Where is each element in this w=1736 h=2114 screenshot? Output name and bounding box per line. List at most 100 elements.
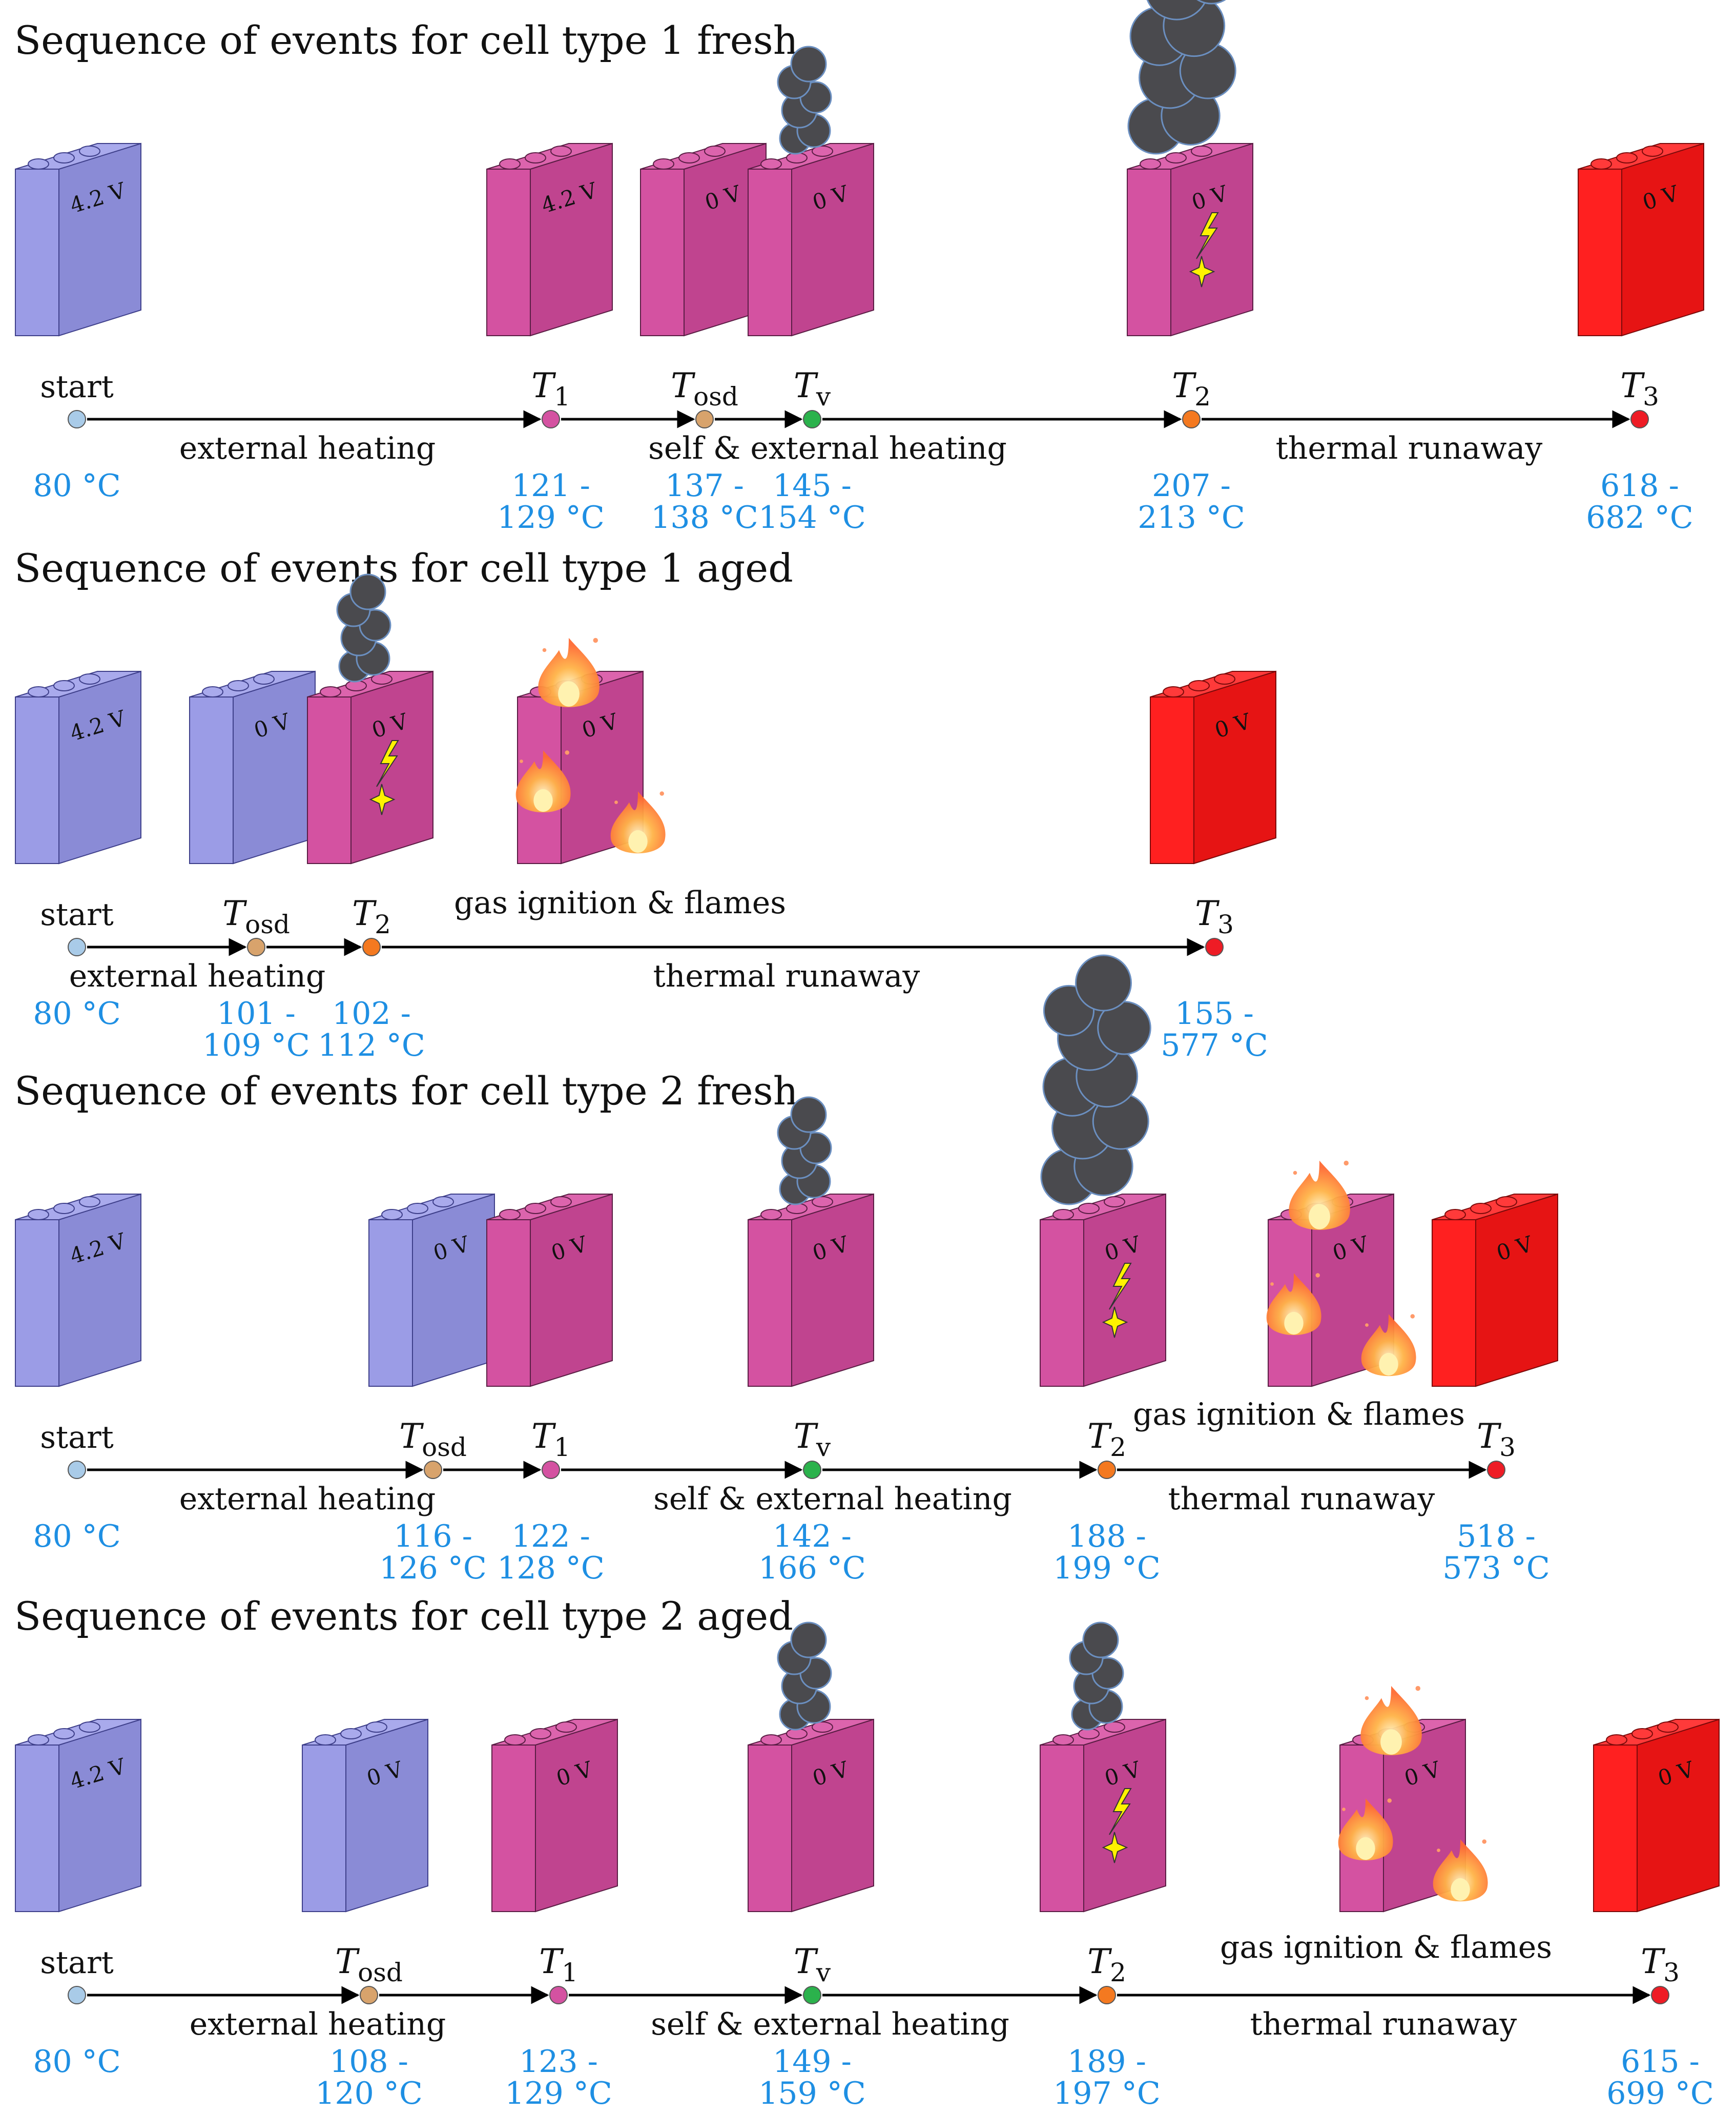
battery-cell-blue: 0 V — [368, 1193, 495, 1387]
cell-front-face — [1593, 1744, 1638, 1912]
ember-dot — [593, 638, 598, 643]
smoke-puff — [349, 573, 386, 610]
gas-ignition-label: gas ignition & flames — [454, 885, 786, 921]
panel-title: Sequence of events for cell type 1 aged — [14, 545, 793, 591]
battery-cell-pink: 0 V — [748, 1096, 874, 1387]
phase-label: external heating — [179, 1481, 436, 1517]
event-temperature-line2: 682 °C — [1586, 500, 1693, 536]
cell-terminal — [1052, 1734, 1074, 1746]
event-label: T2 — [352, 894, 391, 939]
cell-terminal — [760, 1209, 782, 1220]
cell-terminal — [1657, 1721, 1679, 1733]
cell-front-face — [491, 1744, 536, 1912]
battery-cell-pink: 0 V — [1338, 1686, 1488, 1913]
cell-terminal — [1052, 1209, 1074, 1220]
cell-terminal — [1470, 1203, 1492, 1214]
event-temperature-line2: 197 °C — [1053, 2076, 1161, 2111]
event-temperature-line1: 108 - — [329, 2044, 408, 2080]
cell-terminal — [1606, 1734, 1627, 1746]
cell-terminal — [53, 1728, 75, 1739]
event-temperature-line1: 80 °C — [33, 996, 120, 1032]
event-temperature-line2: 120 °C — [315, 2076, 423, 2111]
cell-front-face — [189, 696, 234, 864]
battery-cell-blue: 4.2 V — [15, 142, 141, 337]
event-marker-start — [68, 1461, 86, 1479]
flame-core — [1284, 1311, 1304, 1335]
cell-front-face — [640, 169, 685, 336]
diagram-layer: Sequence of events for cell type 1 fresh… — [14, 0, 1720, 2111]
cell-terminal — [499, 1209, 521, 1220]
event-label: T2 — [1087, 1417, 1126, 1462]
event-temperature-line2: 109 °C — [202, 1028, 310, 1063]
event-marker-t1 — [542, 1461, 560, 1479]
flame-core — [1379, 1352, 1398, 1376]
flame-icon — [1266, 1273, 1321, 1336]
event-label: start — [40, 1420, 113, 1455]
event-temperature-line1: 80 °C — [33, 468, 120, 504]
cell-terminal — [812, 1196, 833, 1207]
event-label: Tosd — [335, 1942, 403, 1987]
event-marker-start — [68, 410, 86, 428]
gas-ignition-label: gas ignition & flames — [1133, 1397, 1465, 1432]
panel-title: Sequence of events for cell type 2 aged — [14, 1593, 793, 1639]
battery-cell-pink: 0 V — [1266, 1160, 1416, 1387]
battery-cell-pink: 0 V — [748, 1622, 874, 1913]
cell-terminal — [79, 1721, 100, 1733]
battery-cell-blue: 4.2 V — [15, 1718, 141, 1913]
ember-dot — [614, 801, 618, 804]
event-temperature-line1: 102 - — [332, 996, 411, 1032]
cell-terminal — [1078, 1203, 1100, 1214]
flame-icon — [1433, 1839, 1488, 1902]
cell-terminal — [366, 1721, 387, 1733]
cell-terminal — [320, 686, 341, 697]
ember-dot — [1482, 1839, 1486, 1844]
smoke-puff — [1082, 1622, 1119, 1658]
event-temperature-line2: 126 °C — [379, 1550, 487, 1586]
ember-dot — [1387, 1798, 1392, 1803]
cell-terminal — [28, 158, 49, 170]
cell-front-face — [486, 169, 531, 336]
cell-terminal — [653, 158, 674, 170]
battery-cell-red: 0 V — [1432, 1193, 1558, 1387]
event-marker-t3 — [1487, 1461, 1505, 1479]
event-marker-start — [68, 1986, 86, 2004]
event-label: Tv — [794, 1942, 831, 1987]
phase-label: thermal runaway — [1168, 1481, 1435, 1517]
cell-terminal — [432, 1196, 454, 1207]
smoke-puff — [790, 1096, 827, 1133]
cell-front-face — [15, 169, 59, 336]
cell-front-face — [302, 1744, 346, 1912]
event-temperature-line2: 577 °C — [1161, 1028, 1268, 1063]
cell-front-face — [15, 1744, 59, 1912]
cell-front-face — [307, 696, 352, 864]
cell-front-face — [1040, 1219, 1084, 1387]
cell-side-face — [233, 670, 316, 865]
event-temperature-line2: 199 °C — [1053, 1550, 1161, 1586]
event-temperature-line1: 142 - — [773, 1518, 852, 1554]
ember-dot — [520, 760, 523, 763]
cell-side-face — [791, 142, 874, 337]
event-temperature-line1: 207 - — [1152, 468, 1231, 504]
cell-terminal — [1188, 680, 1210, 691]
ember-dot — [659, 791, 664, 796]
battery-cell-red: 0 V — [1150, 670, 1276, 865]
event-temperature-line1: 155 - — [1175, 996, 1254, 1032]
event-label: T3 — [1620, 366, 1659, 412]
event-marker-tv — [803, 1461, 821, 1479]
ember-dot — [1270, 1282, 1274, 1286]
event-temperature-line1: 122 - — [511, 1518, 590, 1554]
flame-core — [628, 830, 648, 853]
cell-front-face — [15, 696, 59, 864]
event-label: Tosd — [222, 894, 290, 939]
panel-title: Sequence of events for cell type 2 fresh — [14, 1068, 798, 1114]
cell-terminal — [760, 158, 782, 170]
event-temperature-line2: 213 °C — [1138, 500, 1245, 536]
battery-cell-pink: 0 V — [748, 46, 874, 337]
cell-terminal — [1104, 1721, 1125, 1733]
cell-terminal — [1590, 158, 1612, 170]
event-label: start — [40, 897, 113, 933]
event-temperature-line1: 518 - — [1457, 1518, 1536, 1554]
event-temperature-line2: 166 °C — [758, 1550, 866, 1586]
phase-label: thermal runaway — [653, 958, 920, 994]
lightning-icon — [1109, 1263, 1132, 1310]
